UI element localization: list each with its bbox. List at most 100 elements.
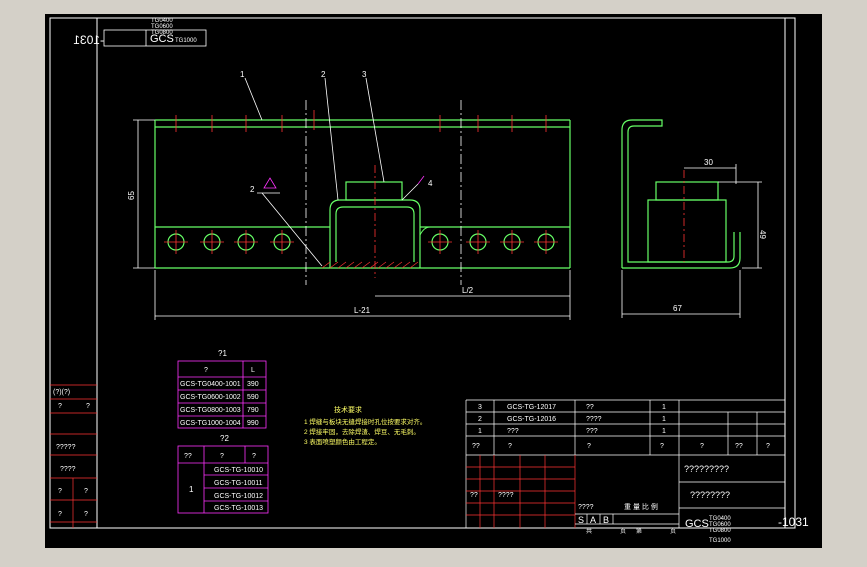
mirror-stamp-number: -1031 <box>73 33 104 47</box>
table1-row1-l: 590 <box>247 394 259 401</box>
left-block-5: ? <box>58 488 62 495</box>
title-model-2: TG0600 <box>709 522 731 528</box>
bom-row2-no: 1 <box>478 428 482 435</box>
table2: ?2 ?? ? ? 1 GCS-TG-10010 GCS-TG-10011 GC… <box>177 434 269 514</box>
dim-base-width: 67 <box>673 304 682 313</box>
title-number: -1031 <box>778 515 809 529</box>
title-model-1: TG0400 <box>709 516 731 522</box>
left-block: (?)(?) ? ? ????? ???? ? ? ? ? <box>50 384 97 528</box>
bom-row0-name: ?? <box>586 404 594 411</box>
bom-header-0: ?? <box>472 443 480 450</box>
table2-row2: GCS-TG-10012 <box>214 493 263 500</box>
table1-row0-code: GCS-TG0400-1001 <box>180 381 241 388</box>
stage-label-b: B <box>603 515 609 525</box>
bom-row0-no: 3 <box>478 404 482 411</box>
table1-title: ?1 <box>218 349 227 358</box>
left-block-3: ????? <box>56 444 76 451</box>
left-block-1: ? <box>58 403 62 410</box>
bom-header-6: ? <box>766 443 770 450</box>
bom-row2-name: ??? <box>586 428 598 435</box>
title-name-1: ????????? <box>684 464 729 474</box>
table1-row1-code: GCS-TG0600-1002 <box>180 394 241 401</box>
front-dimensions <box>133 119 571 320</box>
bom-row2-code: ??? <box>507 428 519 435</box>
table2-header-2: ? <box>252 453 256 460</box>
balloon-4: 4 <box>428 179 433 188</box>
bom-row1-qty: 1 <box>662 416 666 423</box>
notes-item-3: 3 表面喷塑颜色由工程定。 <box>304 437 381 446</box>
bom-header-3: ? <box>660 443 664 450</box>
bom-header-2: ? <box>587 443 591 450</box>
sheet-page2: 页 <box>670 528 676 535</box>
balloon-3: 3 <box>362 70 367 79</box>
sheet-page1: 页 <box>620 528 626 535</box>
table1-row3-l: 990 <box>247 420 259 427</box>
title-code: GCS <box>685 518 709 530</box>
left-block-0: (?)(?) <box>53 389 70 396</box>
table2-row0: GCS-TG-10010 <box>214 467 263 474</box>
mirror-stamp-line4: TG1000 <box>175 38 197 44</box>
table1: ?1 ? L GCS-TG0400-1001 390 GCS-TG0600-10… <box>177 349 267 429</box>
bom-row0-code: GCS-TG-12017 <box>507 404 556 411</box>
weld-mark-2: 2 <box>250 185 255 194</box>
table1-header-1: L <box>251 367 255 374</box>
bom-header-4: ? <box>700 443 704 450</box>
side-view <box>621 119 741 269</box>
left-block-8: ? <box>84 511 88 518</box>
mirror-stamp-line3: TG0800 <box>151 30 173 36</box>
notes-title: 技术要求 <box>334 405 362 414</box>
left-block-7: ? <box>58 511 62 518</box>
table2-title: ?2 <box>220 434 229 443</box>
dim-side-height: 49 <box>758 230 767 239</box>
stage-label-s: S <box>578 515 584 525</box>
notes-item-1: 1 焊缝与板块无缝焊接时孔位按要求对齐。 <box>304 417 426 426</box>
mirror-stamp-line1: TG0400 <box>151 18 173 24</box>
bom-row1-no: 2 <box>478 416 482 423</box>
weld-symbol <box>263 177 277 189</box>
title-design: ?? <box>470 492 478 499</box>
balloon-1: 1 <box>240 70 245 79</box>
title-name-2: ???????? <box>690 490 730 500</box>
title-model-3: TG0800 <box>709 528 731 534</box>
table1-row0-l: 390 <box>247 381 259 388</box>
bom-row1-name: ???? <box>586 416 602 423</box>
balloon-2: 2 <box>321 70 326 79</box>
bom-header-5: ?? <box>735 443 743 450</box>
title-block: ????????? ???????? ???? ?? ???? S A B 重 … <box>466 455 809 544</box>
table2-row1: GCS-TG-10011 <box>214 480 263 487</box>
mirror-stamp-code: GCS <box>150 33 174 45</box>
table1-row2-l: 790 <box>247 407 259 414</box>
sheet-no: 第 <box>636 527 642 535</box>
bom-row1-code: GCS-TG-12016 <box>507 416 556 423</box>
table2-header-0: ?? <box>184 453 192 460</box>
weight-scale: 重 量 比 例 <box>624 502 658 511</box>
mirror-stamp-line2: TG0600 <box>151 24 173 30</box>
table1-row2-code: GCS-TG0800-1003 <box>180 407 241 414</box>
left-block-2: ? <box>86 403 90 410</box>
dim-length: L-21 <box>354 306 371 315</box>
leaders <box>244 77 419 267</box>
sheet-total: 共 <box>586 527 592 535</box>
bom-row0-qty: 1 <box>662 404 666 411</box>
front-view <box>154 100 571 285</box>
side-dimensions <box>621 164 762 318</box>
table2-group: 1 <box>189 485 194 494</box>
dim-height: 65 <box>127 191 136 200</box>
mirror-stamp: -1031 GCS TG0400 TG0600 TG0800 TG1000 <box>73 18 207 47</box>
model-space <box>45 14 822 548</box>
notes-item-2: 2 焊接牢固，去除焊渣、焊豆、无毛刺。 <box>304 427 420 436</box>
title-process: ???? <box>498 492 514 499</box>
inner-frame <box>96 17 786 529</box>
technical-notes: 技术要求 1 焊缝与板块无缝焊接时孔位按要求对齐。 2 焊接牢固，去除焊渣、焊豆… <box>304 405 426 446</box>
left-block-6: ? <box>84 488 88 495</box>
bom-header-1: ? <box>508 443 512 450</box>
table2-row3: GCS-TG-10013 <box>214 505 263 512</box>
left-block-4: ???? <box>60 466 76 473</box>
dim-half-length: L/2 <box>462 286 474 295</box>
title-model-4: TG1000 <box>709 538 731 544</box>
bom-table: 3 GCS-TG-12017 ?? 1 2 GCS-TG-12016 ???? … <box>465 399 785 528</box>
stage-label-a: A <box>590 515 596 525</box>
table1-row3-code: GCS-TG1000-1004 <box>180 420 241 427</box>
weld-symbol-4 <box>417 175 425 185</box>
